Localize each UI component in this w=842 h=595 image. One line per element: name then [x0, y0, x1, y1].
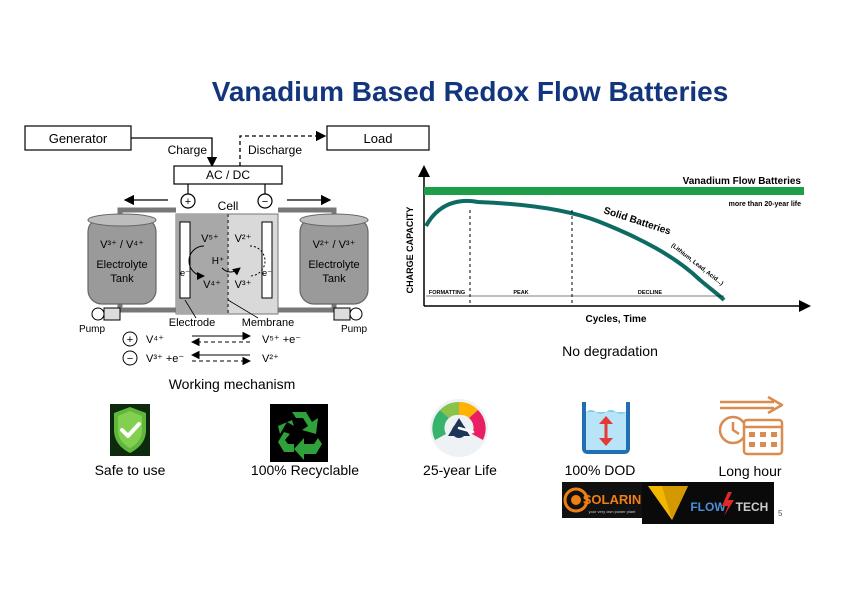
page-number: 5 — [778, 509, 783, 518]
equation-2-left: V³⁺ +e⁻ — [146, 353, 184, 365]
acdc-label: AC / DC — [206, 168, 250, 182]
svg-text:V²⁺: V²⁺ — [235, 233, 252, 245]
discharge-label: Discharge — [248, 143, 302, 157]
svg-text:TECH: TECH — [736, 500, 769, 514]
gauge-icon — [430, 399, 488, 457]
svg-text:+: + — [127, 334, 133, 346]
y-axis-label: CHARGE CAPACITY — [405, 207, 415, 294]
feature-label-recyclable: 100% Recyclable — [250, 462, 360, 478]
feature-label-life: 25-year Life — [423, 462, 497, 478]
svg-text:e⁻: e⁻ — [180, 268, 190, 278]
phase-label-decline: DECLINE — [638, 290, 662, 296]
svg-text:H⁺: H⁺ — [212, 256, 225, 267]
discharge-arrow — [239, 130, 327, 166]
negative-terminal-icon — [257, 193, 273, 209]
svg-text:your very own power plant: your very own power plant — [589, 509, 637, 514]
charge-arrow — [131, 137, 218, 168]
left-pump-icon — [91, 307, 105, 321]
solid-series-label: Solid Batteries — [602, 205, 672, 237]
equation-1-right: V⁵⁺ +e⁻ — [262, 334, 301, 346]
capacity-chart: CHARGE CAPACITY Cycles, Time Vanadium Fl… — [405, 165, 811, 325]
svg-text:V³⁺: V³⁺ — [235, 279, 252, 291]
generator-label: Generator — [49, 131, 108, 146]
solid-series-note: (Lithium, Lead, Acid...) — [670, 243, 724, 287]
electrode-label: Electrode — [169, 317, 215, 329]
phase-label-peak: PEAK — [513, 290, 528, 296]
equation-2-right: V²⁺ — [262, 353, 279, 365]
right-pump-icon — [349, 307, 363, 321]
acdc-box — [173, 165, 283, 185]
positive-terminal-icon — [180, 193, 196, 209]
vanadium-series-label: Vanadium Flow Batteries — [683, 176, 802, 187]
calendar-clock-icon — [718, 395, 784, 456]
vanadium-series-note: more than 20-year life — [729, 201, 801, 208]
svg-text:e⁻: e⁻ — [262, 268, 272, 278]
svg-text:V⁵⁺: V⁵⁺ — [201, 233, 219, 245]
flowtech-logo: FLOW TECH — [642, 482, 774, 524]
recycle-icon — [270, 404, 328, 462]
tank-level-icon — [582, 402, 630, 454]
svg-text:Tank: Tank — [110, 273, 134, 285]
svg-text:SOLARIN: SOLARIN — [583, 492, 642, 507]
svg-text:FLOW: FLOW — [690, 500, 726, 514]
solid-series-line — [424, 198, 726, 302]
right-pump-label: Pump — [341, 324, 368, 335]
generator-box — [24, 125, 132, 151]
left-electrode — [179, 221, 191, 299]
equation-1-left: V⁴⁺ — [146, 334, 164, 346]
feature-label-long-hour: Long hour — [718, 463, 782, 479]
chart-caption: No degradation — [562, 343, 658, 359]
phase-label-formatting: FORMATTING — [429, 290, 465, 296]
solarin-logo: SOLARIN your very own power plant — [562, 482, 642, 518]
left-pump-label: Pump — [79, 324, 106, 335]
charge-label: Charge — [168, 143, 208, 157]
x-axis-label: Cycles, Time — [586, 314, 647, 325]
mechanism-caption: Working mechanism — [168, 376, 296, 392]
feature-label-dod: 100% DOD — [564, 462, 636, 478]
svg-text:V⁴⁺: V⁴⁺ — [203, 279, 221, 291]
cell-label: Cell — [218, 199, 239, 213]
membrane-label: Membrane — [242, 317, 295, 329]
svg-text:V²⁺ / V³⁺: V²⁺ / V³⁺ — [313, 239, 356, 251]
svg-text:−: − — [262, 196, 268, 208]
svg-text:Tank: Tank — [322, 273, 346, 285]
svg-text:+: + — [185, 196, 191, 208]
feature-label-safe: Safe to use — [94, 462, 166, 478]
working-mechanism-diagram: Generator Load Charge Discharge AC / DC … — [24, 125, 430, 366]
svg-text:V³⁺ / V⁴⁺: V³⁺ / V⁴⁺ — [100, 239, 144, 251]
svg-text:Electrolyte: Electrolyte — [96, 259, 147, 271]
load-label: Load — [364, 131, 393, 146]
svg-text:−: − — [127, 353, 133, 365]
right-electrode — [261, 221, 273, 299]
page-title: Vanadium Based Redox Flow Batteries — [211, 76, 729, 107]
load-box — [326, 125, 430, 151]
shield-check-icon — [110, 404, 150, 456]
svg-text:Electrolyte: Electrolyte — [308, 259, 359, 271]
